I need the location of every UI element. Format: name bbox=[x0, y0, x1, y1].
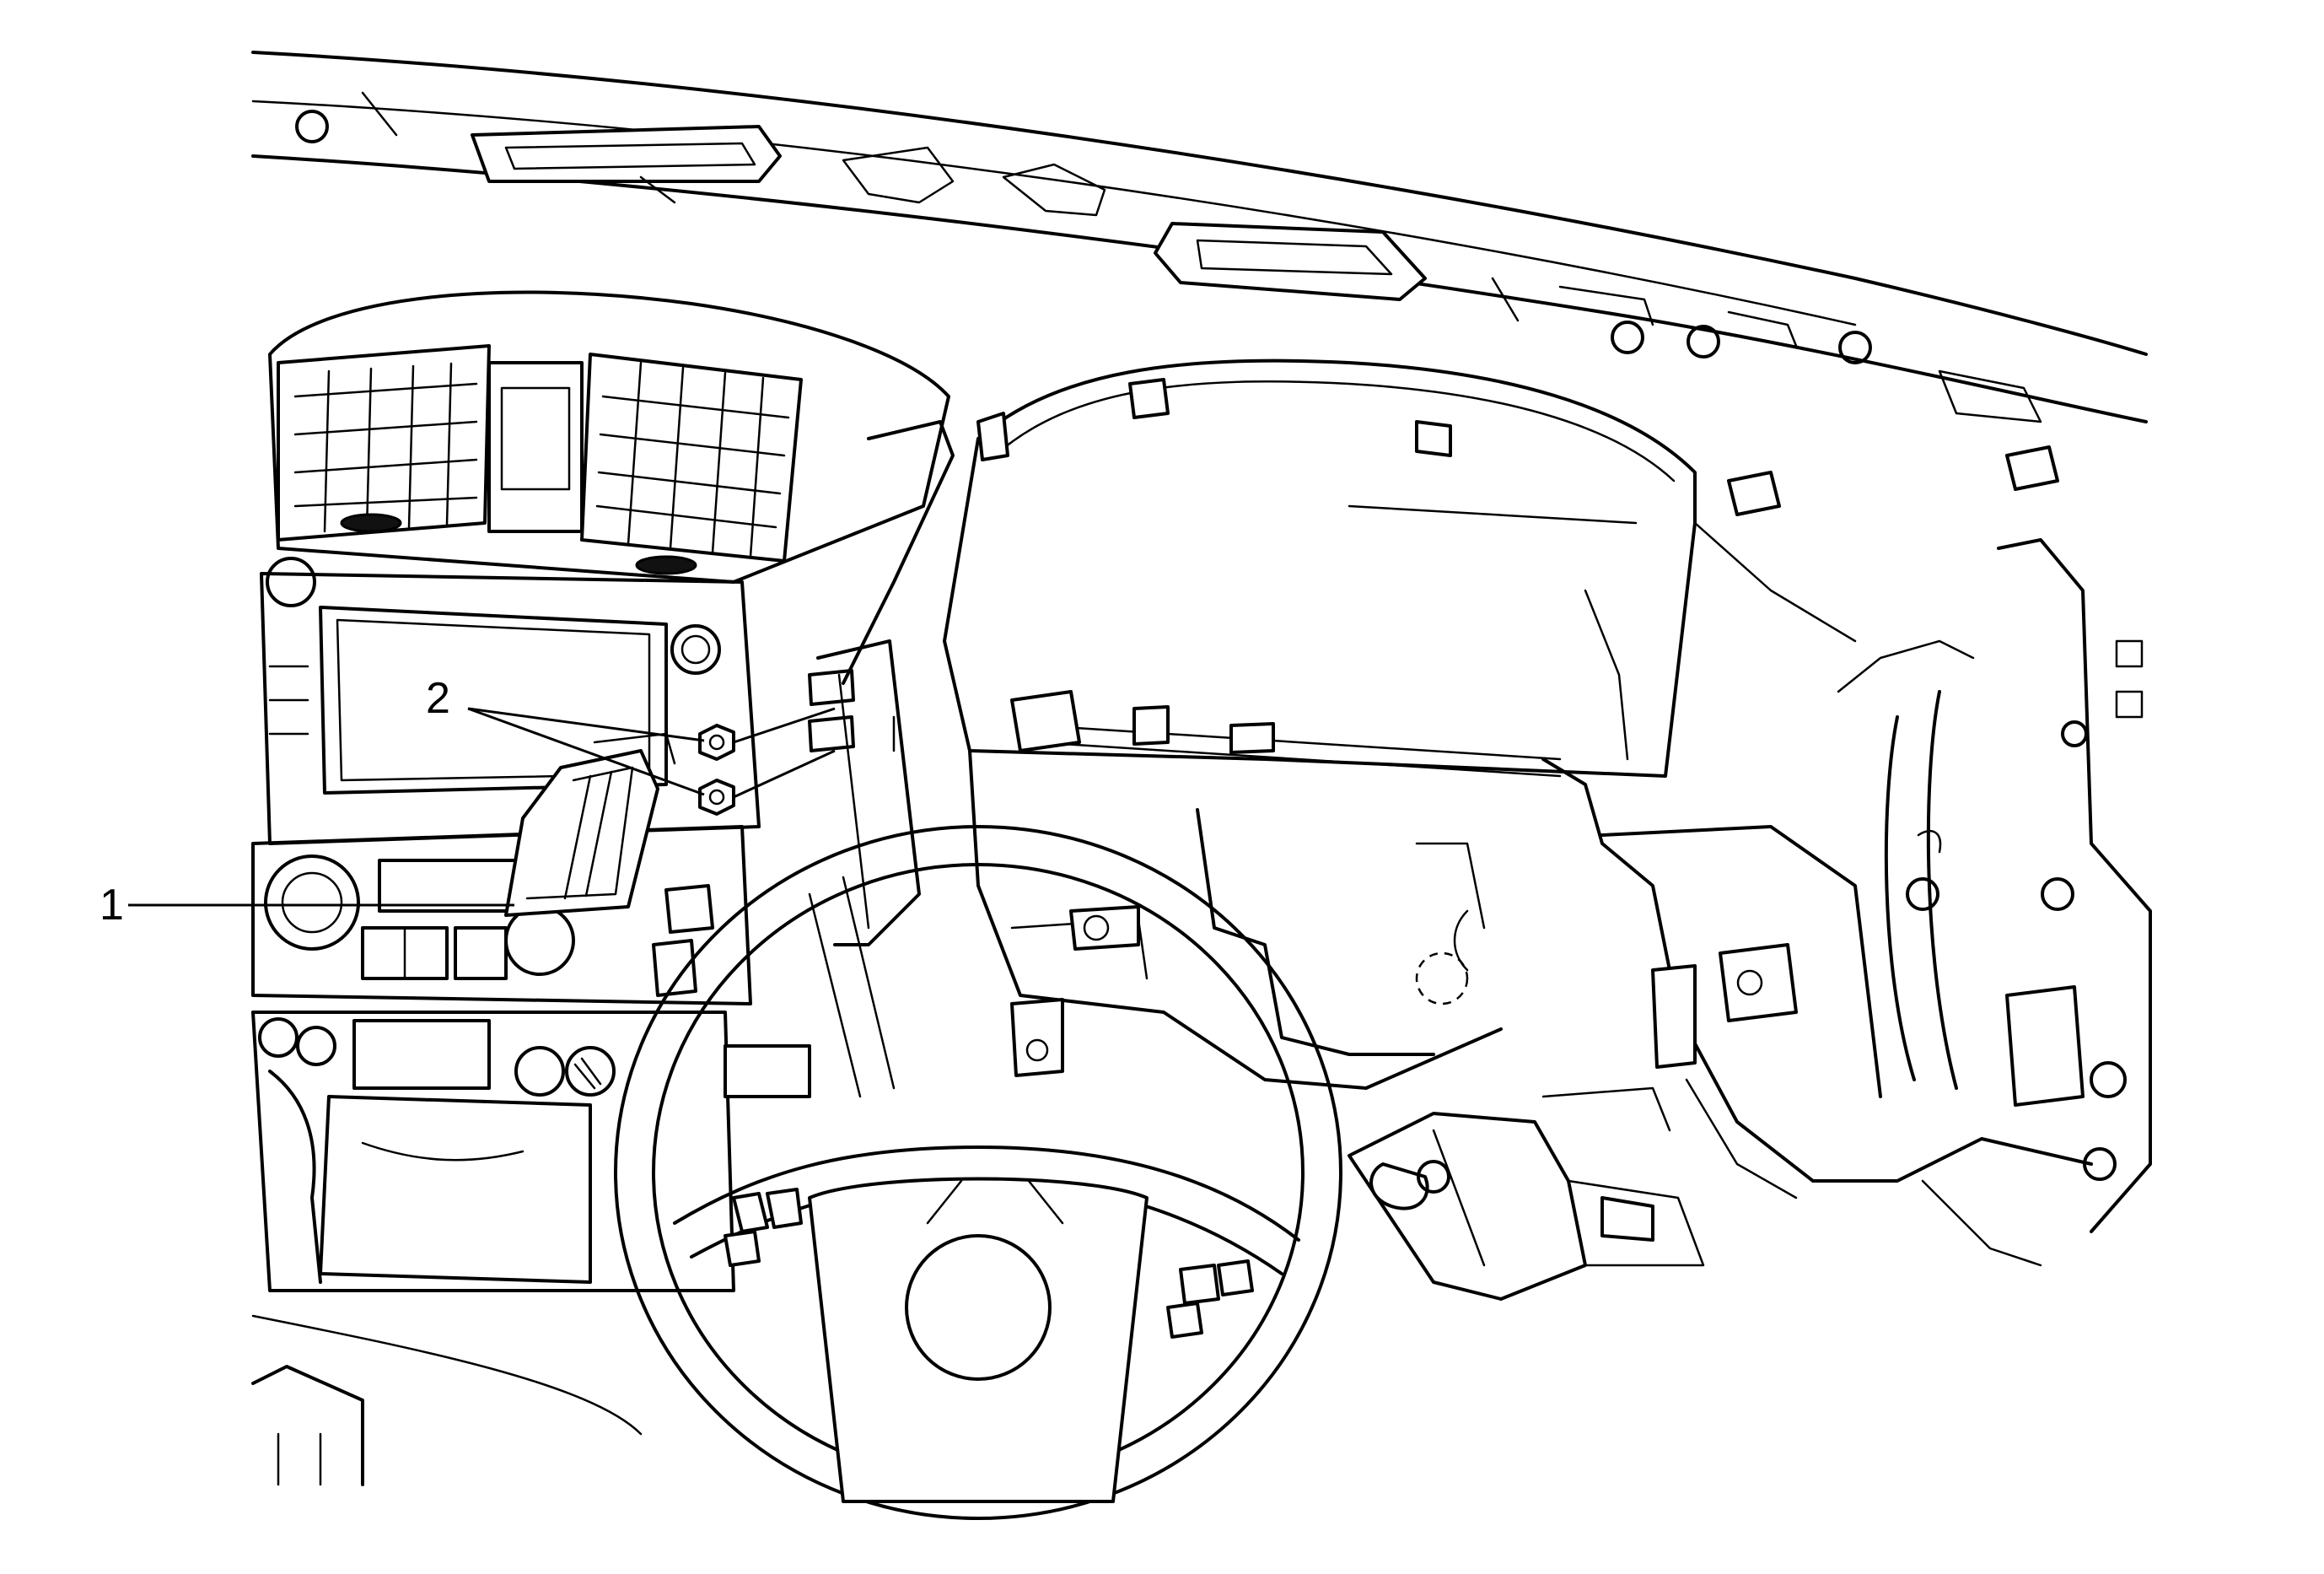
callout-leader-2a bbox=[467, 707, 705, 742]
callout-label-2: 2 bbox=[426, 674, 450, 723]
steering-column bbox=[1348, 1086, 1705, 1301]
retaining-fasteners bbox=[698, 669, 855, 816]
center-air-vents bbox=[268, 290, 950, 584]
radio-display-unit bbox=[260, 557, 761, 845]
right-side-frame bbox=[1541, 445, 2093, 1199]
upper-dash-pad bbox=[251, 51, 2148, 423]
steering-wheel bbox=[614, 825, 1342, 1520]
fastener-lower bbox=[698, 779, 735, 816]
left-dash-bracket bbox=[652, 420, 955, 997]
climate-control-panel bbox=[251, 825, 752, 1486]
cross-car-structure bbox=[968, 749, 1503, 1090]
callout-1: 1 bbox=[100, 881, 514, 930]
callout-leader-2b bbox=[467, 707, 705, 796]
instrument-cluster-opening bbox=[943, 358, 1697, 778]
callout-label-1: 1 bbox=[100, 881, 124, 930]
fastener-upper bbox=[698, 724, 735, 761]
accessory-trim-panel bbox=[504, 732, 676, 917]
right-hvac-duct bbox=[1884, 538, 2152, 1267]
callout-2: 2 bbox=[426, 674, 705, 796]
